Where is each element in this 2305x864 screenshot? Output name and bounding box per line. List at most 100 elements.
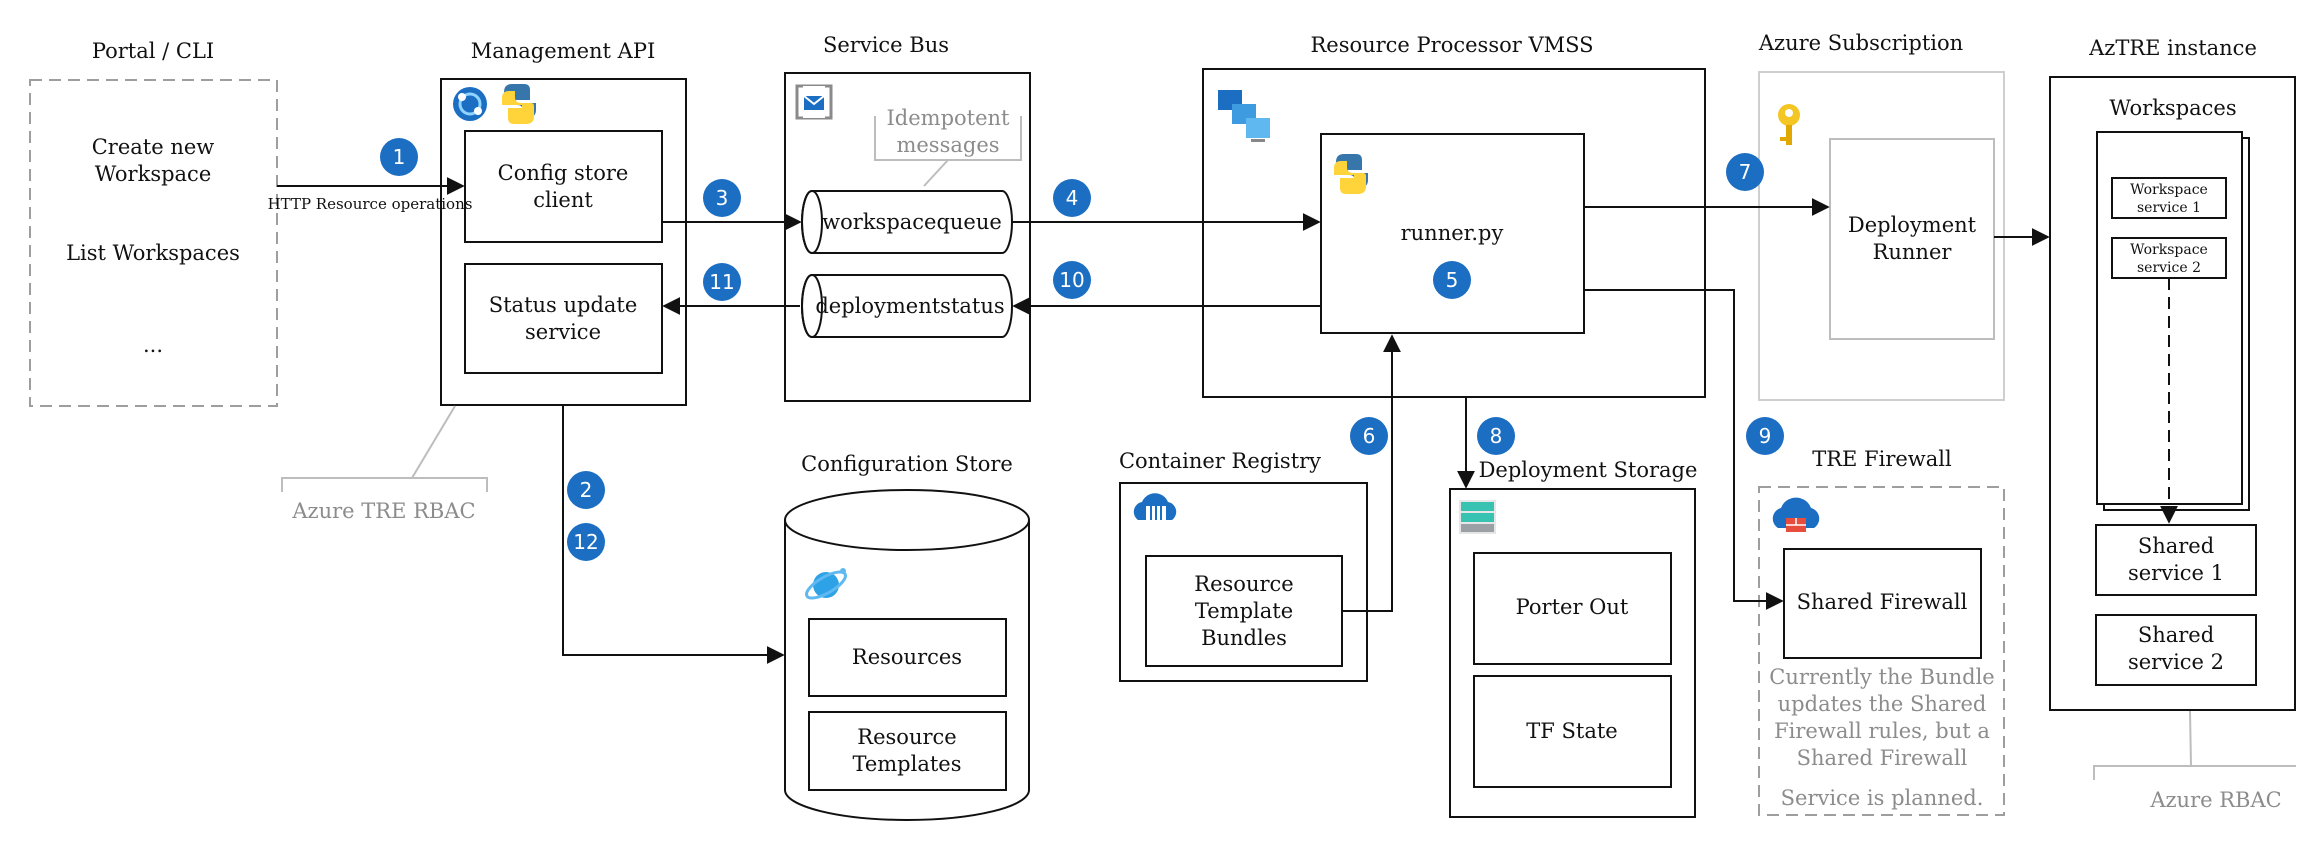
- portal-item-more: ...: [143, 333, 163, 357]
- step-badge: 9: [1746, 417, 1784, 455]
- step-badge: 6: [1350, 417, 1388, 455]
- svg-text:8: 8: [1490, 424, 1503, 448]
- shared-firewall-label: Shared Firewall: [1797, 590, 1968, 614]
- deployment-runner-label: Deployment: [1848, 213, 1977, 237]
- config-store-title: Configuration Store: [801, 452, 1013, 476]
- container-registry: Container Registry Resource Template Bun…: [1119, 449, 1368, 682]
- svg-text:5: 5: [1446, 268, 1459, 292]
- svg-text:1: 1: [393, 145, 406, 169]
- step-badge: 8: [1477, 417, 1515, 455]
- step-badge: 3: [703, 179, 741, 217]
- svg-text:7: 7: [1739, 160, 1752, 184]
- deployment-runner-label-2: Runner: [1873, 240, 1953, 264]
- vmss-icon: [1218, 90, 1270, 142]
- resources-label: Resources: [852, 645, 962, 669]
- firewall-note-1: Currently the Bundle: [1769, 665, 1994, 689]
- portal-item-create-2[interactable]: Workspace: [95, 162, 212, 186]
- deploymentstatus-label: deploymentstatus: [815, 294, 1004, 318]
- workspaces-label: Workspaces: [2109, 96, 2236, 120]
- firewall-note-4: Shared Firewall: [1797, 746, 1968, 770]
- porter-out-label: Porter Out: [1516, 595, 1629, 619]
- python-icon: [502, 84, 536, 124]
- aztre-instance: AzTRE instance Workspaces Workspace serv…: [2049, 36, 2296, 711]
- resource-templates-label: Resource: [857, 725, 956, 749]
- shared-service-1-label: Shared: [2138, 534, 2214, 558]
- step-badge: 7: [1726, 153, 1764, 191]
- portal-item-create[interactable]: Create new: [92, 135, 215, 159]
- svg-text:2: 2: [580, 478, 593, 502]
- shared-service-1-label-2: service 1: [2128, 561, 2224, 585]
- deploymentstatus: deploymentstatus: [801, 274, 1013, 338]
- container-registry-icon: [1133, 493, 1177, 520]
- shared-service-2-label-2: service 2: [2128, 650, 2224, 674]
- idempotent-label-2: messages: [896, 133, 999, 157]
- resource-templates-label-2: Templates: [852, 752, 961, 776]
- firewall-note-2: updates the Shared: [1778, 692, 1987, 716]
- ws-service-2-label: Workspace: [2130, 242, 2208, 258]
- step-badge: 4: [1053, 179, 1091, 217]
- deployment-storage: Deployment Storage Porter Out TF State: [1449, 458, 1698, 818]
- svg-text:12: 12: [573, 530, 598, 554]
- svg-text:3: 3: [716, 186, 729, 210]
- step-badge: 1: [380, 138, 418, 176]
- svg-text:10: 10: [1059, 268, 1084, 292]
- ws-service-1-label: Workspace: [2130, 182, 2208, 198]
- svg-text:9: 9: [1759, 424, 1772, 448]
- runner-label: runner.py: [1401, 221, 1504, 245]
- portal-item-list[interactable]: List Workspaces: [66, 241, 240, 265]
- ws-service-1-label-2: service 1: [2137, 200, 2201, 216]
- azure-rbac-label: Azure RBAC: [2149, 788, 2281, 812]
- app-service-icon: [453, 87, 487, 121]
- config-store-client-label-2: client: [533, 188, 593, 212]
- portal-title: Portal / CLI: [92, 39, 214, 63]
- azure-tre-rbac-label: Azure TRE RBAC: [291, 499, 475, 523]
- config-store-client-label: Config store: [498, 161, 629, 185]
- storage-title: Deployment Storage: [1479, 458, 1698, 482]
- workspacequeue-label: workspacequeue: [822, 210, 1002, 234]
- tf-state-label: TF State: [1526, 719, 1617, 743]
- connectors: [277, 177, 2050, 664]
- http-label: HTTP Resource operations: [268, 195, 473, 213]
- service-bus: Service Bus Idempotent messages workspac…: [784, 33, 1031, 402]
- subscription-title: Azure Subscription: [1758, 31, 1963, 55]
- portal-cli: Portal / CLI Create new Workspace List W…: [29, 39, 278, 407]
- processor-title: Resource Processor VMSS: [1310, 33, 1593, 57]
- azure-rbac: Azure RBAC: [2093, 710, 2296, 812]
- step-badge: 5: [1433, 261, 1471, 299]
- python-icon: [1334, 154, 1368, 194]
- shared-service-2-label: Shared: [2138, 623, 2214, 647]
- svg-text:4: 4: [1066, 186, 1079, 210]
- service-bus-icon: [795, 84, 833, 120]
- storage-icon: [1459, 500, 1496, 534]
- tre-firewall: TRE Firewall Shared Firewall Currently t…: [1758, 447, 2005, 816]
- step-badge: 12: [567, 523, 605, 561]
- bundles-label-2: Template: [1195, 599, 1293, 623]
- azure-subscription: Azure Subscription Deployment Runner: [1758, 31, 2005, 401]
- svg-text:6: 6: [1363, 424, 1376, 448]
- aztre-title: AzTRE instance: [2088, 36, 2257, 60]
- step-badge: 2: [567, 471, 605, 509]
- status-update-label-2: service: [525, 320, 601, 344]
- workspacequeue: workspacequeue: [801, 190, 1013, 254]
- status-update-label: Status update: [489, 293, 638, 317]
- firewall-note-3: Firewall rules, but a: [1774, 719, 1990, 743]
- bundles-label-3: Bundles: [1201, 626, 1287, 650]
- management-api: Management API Config store client Statu…: [440, 39, 687, 406]
- azure-tre-rbac: Azure TRE RBAC: [281, 405, 488, 523]
- step-badge: 10: [1053, 261, 1091, 299]
- bundles-label: Resource: [1194, 572, 1293, 596]
- resource-processor: Resource Processor VMSS runner.py: [1202, 33, 1706, 398]
- api-title: Management API: [471, 39, 656, 63]
- registry-title: Container Registry: [1119, 449, 1321, 473]
- bus-title: Service Bus: [823, 33, 949, 57]
- cosmos-db-icon: [805, 568, 847, 600]
- firewall-icon: [1772, 497, 1820, 532]
- key-icon: [1778, 104, 1800, 145]
- step-badges: 1 2 3 4 5 6 7 8 9 10 11 12: [380, 138, 1784, 561]
- configuration-store: Configuration Store Resources Resource T…: [784, 452, 1030, 821]
- step-badge: 11: [703, 263, 741, 301]
- firewall-title: TRE Firewall: [1812, 447, 1952, 471]
- idempotent-label: Idempotent: [887, 106, 1011, 130]
- firewall-note-5: Service is planned.: [1781, 786, 1984, 810]
